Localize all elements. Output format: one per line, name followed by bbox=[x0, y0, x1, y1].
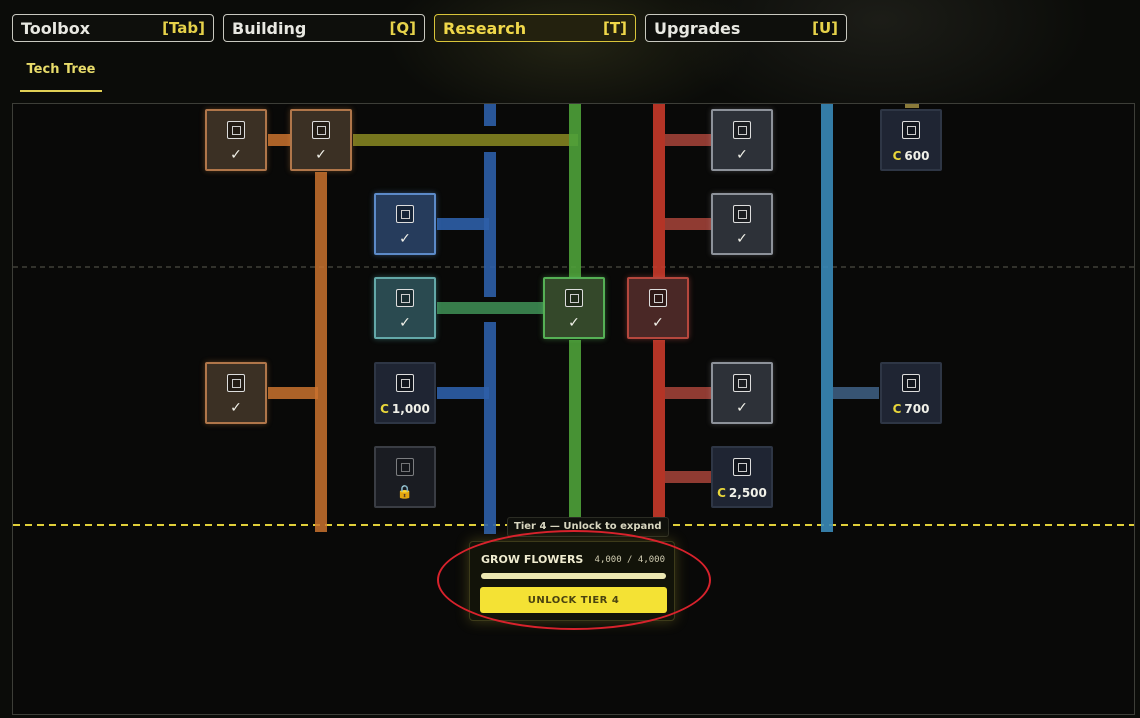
arrow-left-icon bbox=[902, 121, 920, 139]
bin-icon bbox=[733, 374, 751, 392]
researched-check-icon: ✓ bbox=[568, 315, 580, 331]
tab-label: Research bbox=[443, 18, 527, 38]
cost-value: 1,000 bbox=[391, 402, 430, 416]
furnace-icon bbox=[902, 374, 920, 392]
wand-icon bbox=[733, 121, 751, 139]
tech-node-phone-locked[interactable]: 🔒 bbox=[374, 446, 436, 508]
tech-node-square-target[interactable]: ✓ bbox=[290, 109, 352, 171]
tab-hotkey: [Q] bbox=[389, 19, 416, 37]
researched-check-icon: ✓ bbox=[736, 231, 748, 247]
tech-tree-connections bbox=[13, 104, 1134, 534]
researched-check-icon: ✓ bbox=[736, 400, 748, 416]
cost-value: 2,500 bbox=[728, 486, 767, 500]
tech-node-cog-frame[interactable]: ✓ bbox=[374, 193, 436, 255]
researched-check-icon: ✓ bbox=[736, 147, 748, 163]
subtab-tech-tree[interactable]: Tech Tree bbox=[20, 62, 102, 92]
tab-label: Building bbox=[232, 18, 307, 38]
graph-icon bbox=[733, 458, 751, 476]
highlight-annotation-circle bbox=[437, 530, 711, 630]
tab-label: Toolbox bbox=[21, 18, 91, 38]
speaker-icon bbox=[227, 121, 245, 139]
currency-icon: C bbox=[380, 402, 389, 416]
tab-research[interactable]: Research [T] bbox=[434, 14, 636, 42]
currency-icon: C bbox=[892, 149, 902, 163]
tech-node-dial[interactable]: ✓ bbox=[374, 277, 436, 339]
researched-check-icon: ✓ bbox=[315, 147, 327, 163]
top-tabs: Toolbox [Tab] Building [Q] Research [T] … bbox=[12, 14, 847, 42]
device-icon bbox=[227, 374, 245, 392]
tech-node-window[interactable]: ✓ bbox=[543, 277, 605, 339]
tab-label: Upgrades bbox=[654, 18, 741, 38]
tech-node-truck[interactable]: ✓ bbox=[627, 277, 689, 339]
tech-node-paint-tube[interactable]: ✓ bbox=[711, 193, 773, 255]
tab-hotkey: [T] bbox=[603, 19, 627, 37]
truck-icon bbox=[649, 289, 667, 307]
researched-check-icon: ✓ bbox=[230, 147, 242, 163]
tech-node-speaker[interactable]: ✓ bbox=[205, 109, 267, 171]
researched-check-icon: ✓ bbox=[399, 231, 411, 247]
square-target-icon bbox=[312, 121, 330, 139]
tech-node-device[interactable]: ✓ bbox=[205, 362, 267, 424]
cog-frame-icon bbox=[396, 205, 414, 223]
tech-node-bin[interactable]: ✓ bbox=[711, 362, 773, 424]
window-icon bbox=[565, 289, 583, 307]
researched-check-icon: ✓ bbox=[230, 400, 242, 416]
currency-icon: C bbox=[717, 486, 726, 500]
dial-icon bbox=[396, 289, 414, 307]
tab-building[interactable]: Building [Q] bbox=[223, 14, 425, 42]
lock-icon: 🔒 bbox=[396, 485, 414, 500]
tech-node-wand[interactable]: ✓ bbox=[711, 109, 773, 171]
paint-tube-icon bbox=[733, 205, 751, 223]
tab-hotkey: [U] bbox=[812, 19, 838, 37]
cost-value: 700 bbox=[904, 402, 930, 416]
researched-check-icon: ✓ bbox=[652, 315, 664, 331]
phone-icon bbox=[396, 458, 414, 476]
panel-icon bbox=[396, 374, 414, 392]
cost-value: 600 bbox=[904, 149, 930, 163]
tab-hotkey: [Tab] bbox=[162, 19, 205, 37]
tab-toolbox[interactable]: Toolbox [Tab] bbox=[12, 14, 214, 42]
tab-upgrades[interactable]: Upgrades [U] bbox=[645, 14, 847, 42]
researched-check-icon: ✓ bbox=[399, 315, 411, 331]
currency-icon: C bbox=[892, 402, 902, 416]
